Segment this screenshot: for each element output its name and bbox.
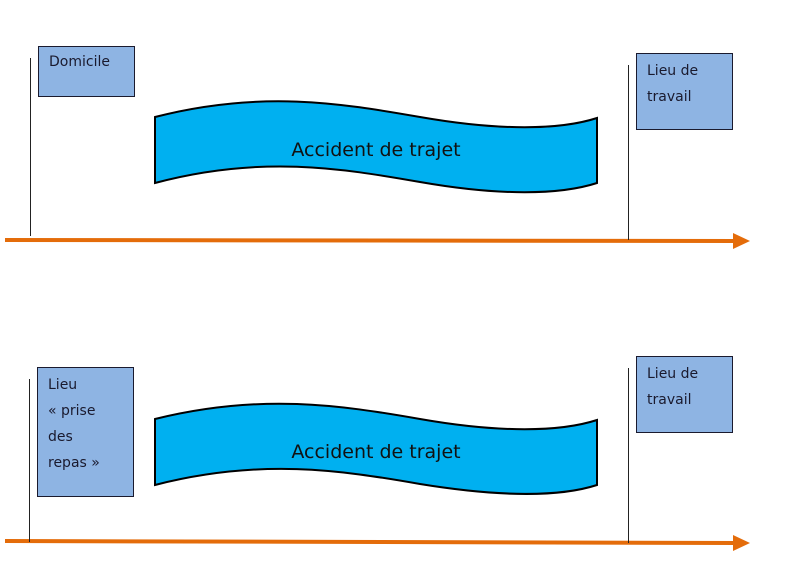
start-place-box: Lieu « prise des repas »	[37, 367, 134, 497]
start-place-label-line: des	[48, 429, 73, 445]
timeline-line	[4, 539, 736, 545]
start-marker-line	[30, 58, 32, 236]
end-place-label-line: Lieu de	[647, 366, 699, 382]
start-place-label-line: repas »	[48, 455, 100, 471]
end-marker-line	[628, 65, 630, 240]
banner-wave-top	[154, 100, 598, 194]
end-place-box: Lieu de travail	[636, 53, 733, 130]
timeline-line	[4, 238, 736, 243]
end-place-label-line: travail	[647, 89, 692, 105]
end-place-box: Lieu de travail	[636, 356, 733, 433]
end-place-label-line: Lieu de	[647, 63, 699, 79]
banner-label: Accident de trajet	[291, 441, 461, 463]
start-marker-line	[29, 379, 31, 542]
start-place-box: Domicile	[38, 46, 135, 97]
banner-label: Accident de trajet	[291, 139, 461, 161]
start-place-label-line: « prise	[48, 403, 96, 419]
arrow-right-icon	[733, 233, 750, 249]
arrow-right-icon	[733, 535, 750, 551]
start-place-label: Domicile	[49, 54, 110, 70]
start-place-label-line: Lieu	[48, 377, 78, 393]
timeline-top	[4, 233, 750, 249]
end-place-label-line: travail	[647, 392, 692, 408]
banner-wave-bottom	[154, 402, 598, 495]
end-marker-line	[628, 368, 630, 543]
timeline-bottom	[4, 535, 750, 551]
